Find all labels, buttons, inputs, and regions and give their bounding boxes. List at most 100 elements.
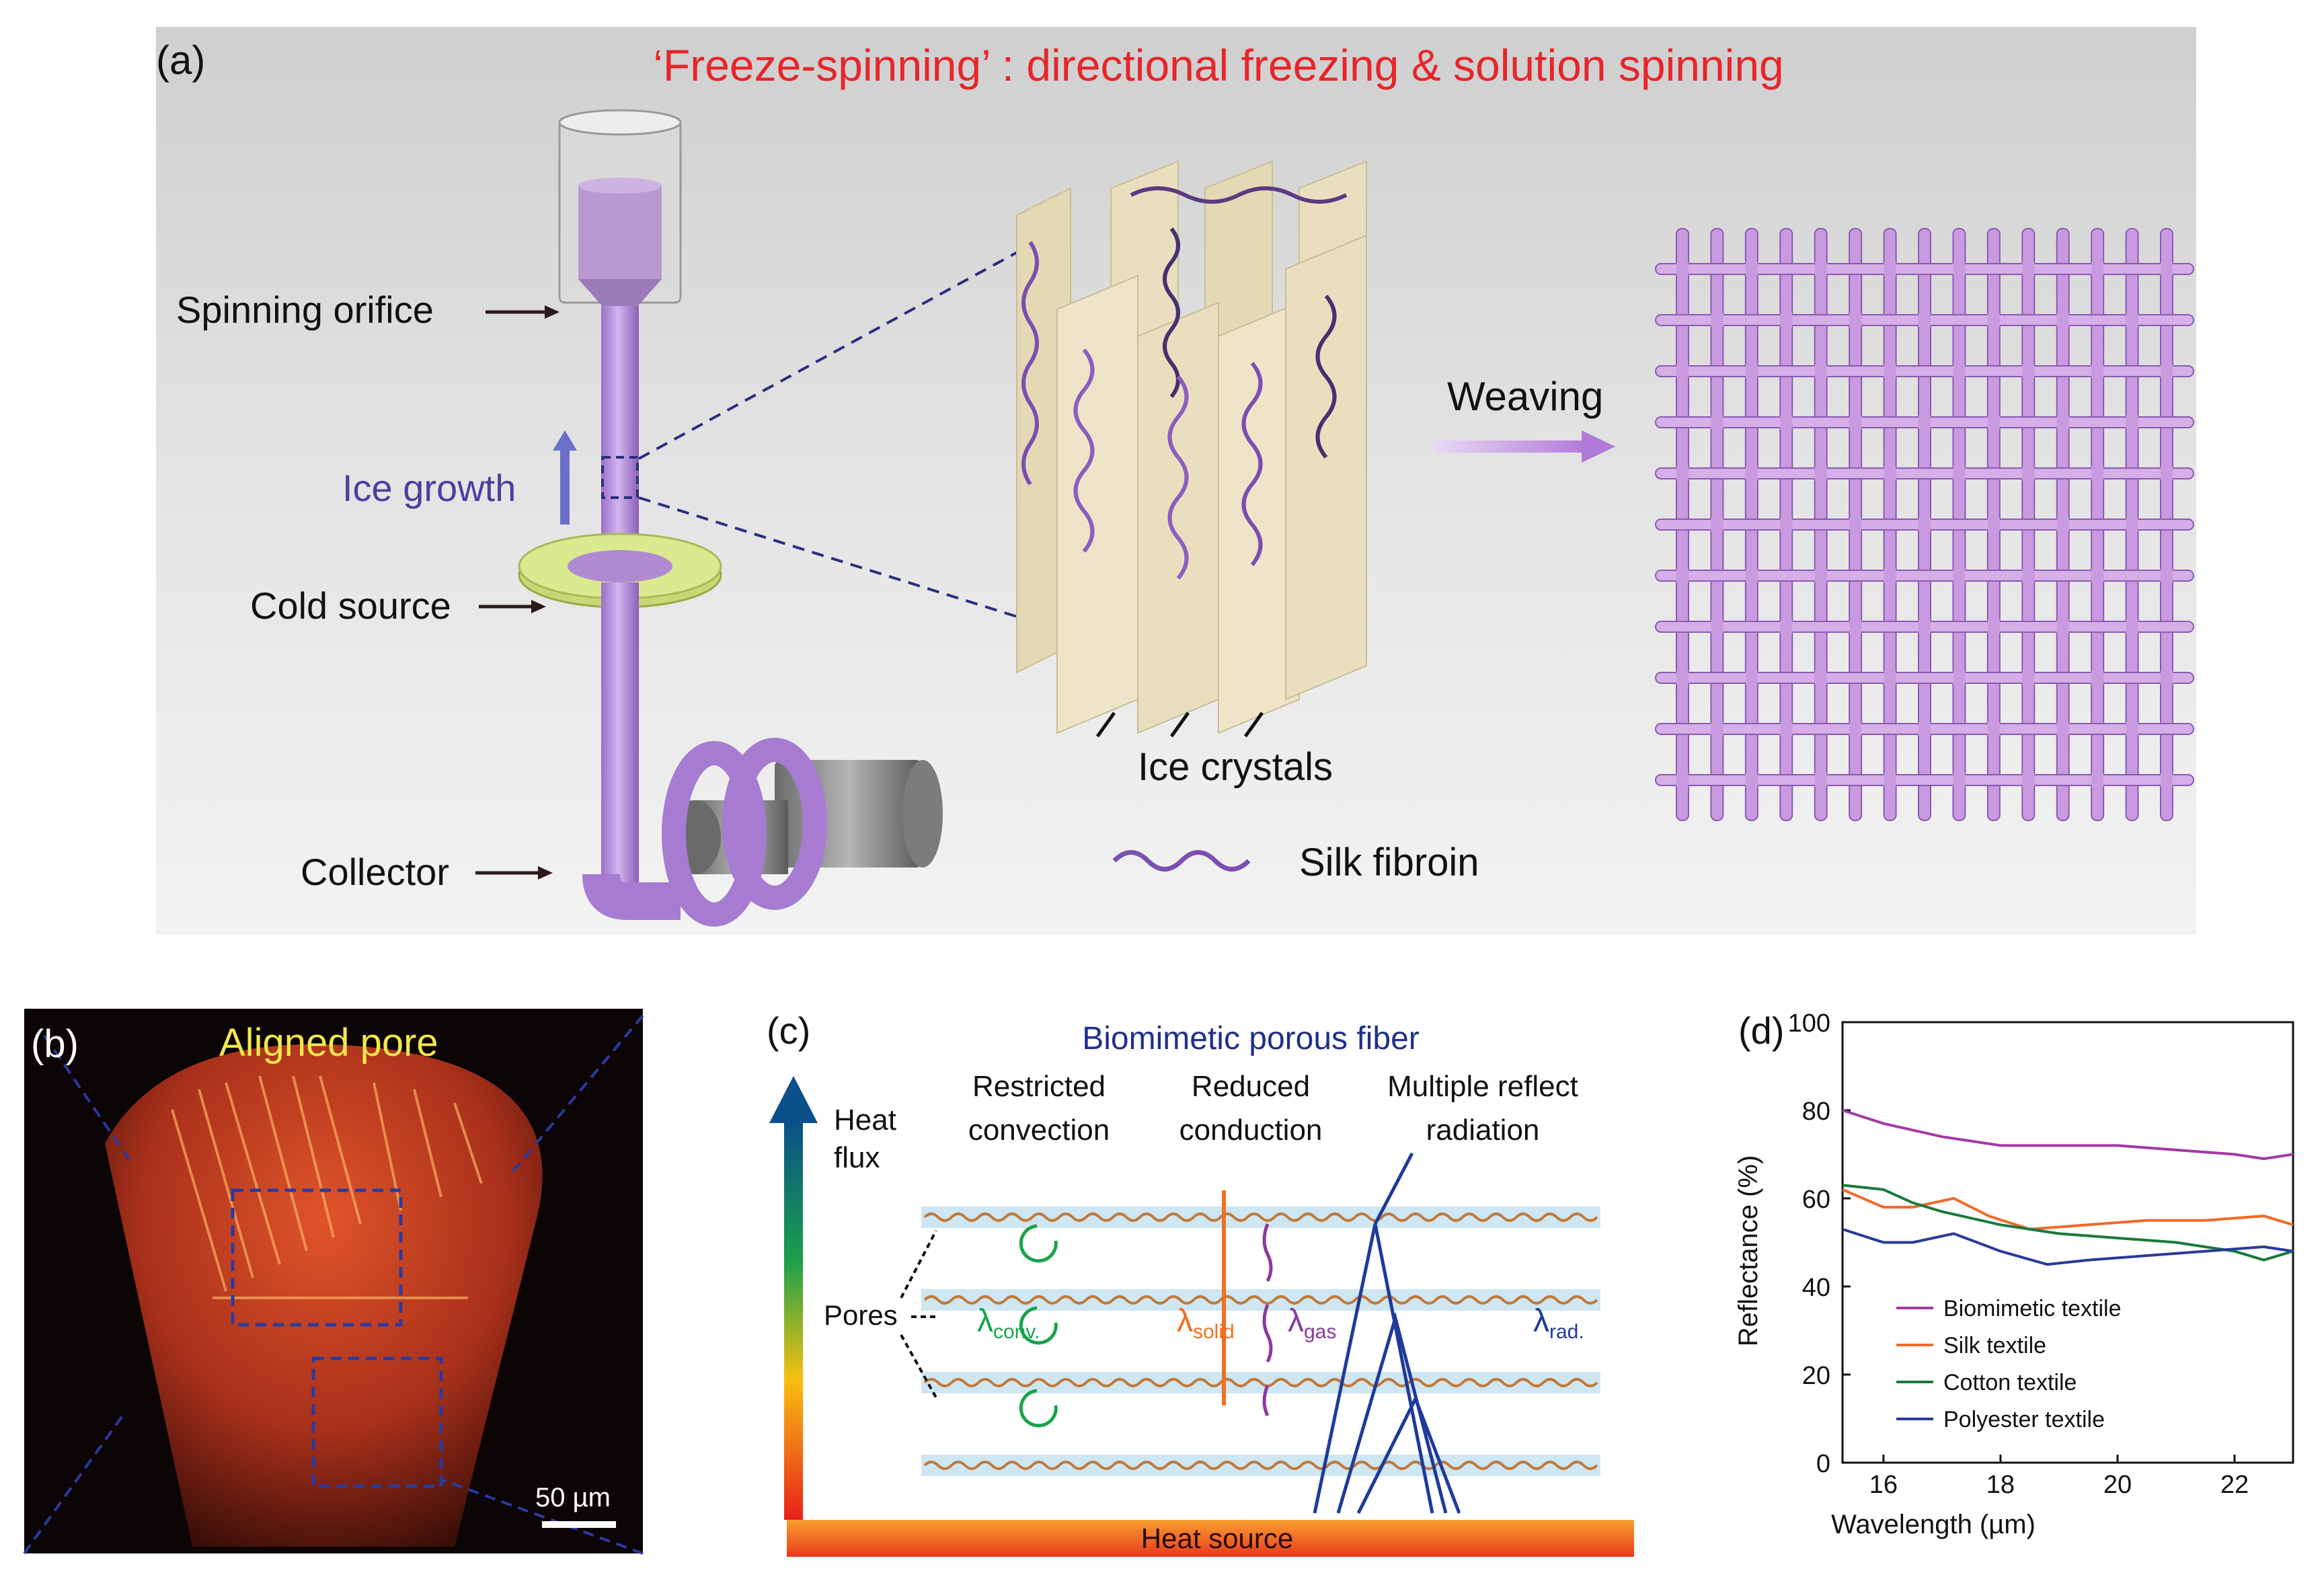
y-tick-label: 40: [1802, 1274, 1830, 1302]
cold-source-ring: [518, 533, 722, 609]
lambda-gas: λgas: [1288, 1303, 1336, 1343]
weave-crossing: [2091, 771, 2104, 790]
weave-crossing: [1780, 413, 1793, 432]
convection-loops: [1019, 1224, 1058, 1428]
weave-crossing: [1676, 771, 1689, 790]
weave-crossing: [2091, 260, 2104, 278]
weave-crossing: [1676, 566, 1689, 585]
col2-line1: Reduced: [1192, 1070, 1310, 1103]
label-heat: Heat: [834, 1104, 896, 1137]
lambda-conv: λconv.: [977, 1303, 1040, 1343]
panel-b-title: Aligned pore: [219, 1021, 438, 1065]
weave-crossing: [1676, 362, 1689, 381]
weave-crossing: [1814, 362, 1827, 381]
weave-crossing: [1814, 464, 1827, 483]
x-tick-label: 18: [1986, 1471, 2015, 1499]
pores-pointers: [900, 1230, 937, 1398]
weave-crossing: [1987, 617, 2000, 636]
weave-crossing: [2091, 362, 2104, 381]
weft-thread: [1655, 570, 2194, 582]
weave-crossing: [1953, 362, 1966, 381]
fiber-micrograph: [105, 1044, 543, 1547]
weave-crossing: [2022, 362, 2035, 381]
reflectance-chart: (d) Wavelength (µm) Reflectance (%) 0204…: [1734, 1009, 2294, 1539]
weave-crossing: [2091, 464, 2104, 483]
y-tick-label: 80: [1802, 1097, 1830, 1126]
col1-line1: Restricted: [972, 1070, 1106, 1103]
weave-crossing: [1780, 720, 1793, 738]
weave-crossing: [1814, 566, 1827, 585]
zoom-line-upper-right: [507, 1014, 644, 1178]
weave-crossing: [1919, 311, 1931, 330]
legend-label: Cotton textile: [1943, 1370, 2077, 1395]
weave-crossing: [2056, 720, 2069, 738]
weave-crossing: [1849, 311, 1862, 330]
weave-crossing: [1953, 260, 1966, 278]
weave-crossing: [1919, 617, 1931, 636]
collector-spool: [662, 738, 943, 927]
weave-crossing: [1849, 720, 1862, 738]
weave-crossing: [2126, 617, 2138, 636]
scale-bar-label: 50 µm: [535, 1483, 611, 1512]
weave-crossing: [1953, 464, 1966, 483]
arrow-collector-head: [538, 866, 553, 880]
panel-d-letter: (d): [1738, 1009, 1784, 1052]
weave-crossing: [2126, 413, 2138, 432]
label-heat-source: Heat source: [1141, 1523, 1293, 1554]
x-tick-label: 22: [2220, 1471, 2249, 1499]
panel-a-drawing: (a) ‘Freeze-spinning’ : directional free…: [156, 38, 2194, 927]
weave-crossing: [1676, 464, 1689, 483]
lambda-solid: λsolid: [1177, 1303, 1235, 1343]
series-line-cotton-textile: [1842, 1184, 2294, 1262]
weave-crossing: [1987, 311, 2000, 330]
fibroin-strand: [923, 1212, 1598, 1222]
weave-crossing: [2056, 515, 2069, 534]
weave-crossing: [1711, 311, 1723, 330]
zoom-box-upper: [231, 1188, 403, 1327]
weave-crossing: [1711, 720, 1723, 738]
weave-crossing: [2161, 362, 2173, 381]
weave-crossing: [1711, 413, 1723, 432]
ice-crystal-sheets: [1016, 160, 1367, 734]
label-cold-source: Cold source: [250, 584, 451, 627]
weave-crossing: [1676, 668, 1689, 687]
weave-crossing: [1745, 771, 1758, 790]
weave-crossing: [1987, 720, 2000, 738]
label-spinning-orifice: Spinning orifice: [176, 288, 434, 331]
label-silk-fibroin: Silk fibroin: [1299, 841, 1479, 884]
weave-crossing: [2091, 566, 2104, 585]
panel-a: (a) ‘Freeze-spinning’ : directional free…: [156, 27, 2196, 935]
x-axis-label: Wavelength (µm): [1831, 1510, 2036, 1539]
weave-crossing: [2022, 771, 2035, 790]
weaving-arrow-head: [1582, 430, 1615, 463]
panel-c-title: Biomimetic porous fiber: [1082, 1021, 1420, 1056]
heat-flux-bar: [784, 1120, 803, 1520]
ice-growth-arrow-head: [553, 430, 577, 451]
weave-crossing: [1953, 668, 1966, 687]
weave-crossing: [2126, 720, 2138, 738]
legend-label: Polyester textile: [1943, 1407, 2105, 1432]
fibroin-strand: [923, 1378, 1598, 1387]
weave-crossing: [1884, 771, 1896, 790]
y-tick-label: 0: [1816, 1450, 1830, 1478]
weave-crossing: [1814, 771, 1827, 790]
conduction-arrows: [1222, 1190, 1273, 1417]
weft-thread: [1655, 672, 2194, 684]
label-ice-growth: Ice growth: [342, 467, 516, 509]
zoom-line-bottom: [638, 496, 1024, 620]
series-line-silk-textile: [1842, 1188, 2294, 1231]
zoom-line-left: [23, 1411, 126, 1555]
weave-crossing: [1884, 362, 1896, 381]
heat-source-bar: [787, 1520, 1634, 1557]
y-axis-label: Reflectance (%): [1734, 1155, 1763, 1347]
weave-crossing: [1745, 566, 1758, 585]
fibroin-strand: [923, 1295, 1598, 1305]
weave-crossing: [1849, 413, 1862, 432]
col2-line2: conduction: [1179, 1114, 1323, 1147]
weave-crossing: [1745, 668, 1758, 687]
zoom-box-lower: [311, 1356, 443, 1488]
weave-crossing: [1987, 515, 2000, 534]
scale-bar: [542, 1521, 616, 1528]
col3-line1: Multiple reflect: [1387, 1070, 1578, 1103]
